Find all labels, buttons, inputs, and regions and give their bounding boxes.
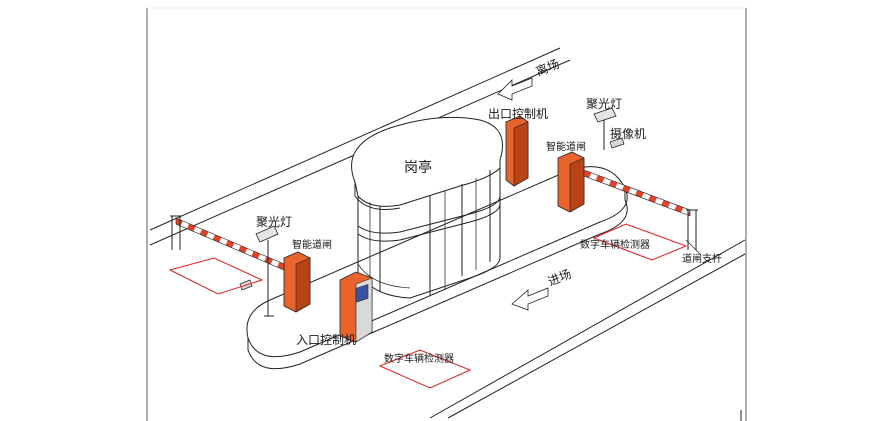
exit-arrow-icon [497, 77, 533, 101]
smart-gate-top [557, 151, 585, 213]
smart-gate-top-label: 智能道闸 [546, 140, 586, 153]
road-line-lower-inner [447, 253, 746, 419]
exit-controller-label: 出口控制机 [488, 107, 548, 121]
detector-top-label: 数字车辆检测器 [580, 238, 650, 251]
booth-label: 岗亭 [404, 159, 432, 176]
boom-arm-top [583, 169, 691, 217]
detector-loop-bottom [378, 349, 472, 389]
exit-direction-label: 离场 [534, 56, 562, 79]
spotlight-top-label: 聚光灯 [586, 97, 622, 111]
camera-label: 摄像机 [610, 126, 646, 141]
camera [609, 137, 625, 149]
enter-direction-label: 进场 [546, 267, 574, 289]
smart-gate-left-label: 智能道闸 [292, 238, 332, 251]
exit-controller [505, 115, 529, 187]
boom-support-top [686, 209, 698, 250]
detector-loop-top [592, 223, 688, 261]
enter-arrow-icon [511, 287, 549, 311]
spotlight-left [255, 225, 279, 317]
road-line-upper-outer [149, 47, 561, 231]
spotlight-left-label: 聚光灯 [256, 215, 292, 229]
boom-support-leader [685, 239, 701, 255]
detector-bottom-label: 数字车辆检测器 [384, 352, 454, 365]
entry-controller [339, 271, 373, 343]
boom-arm-left [175, 217, 285, 271]
detector-loop-left [168, 257, 264, 295]
boom-support-left [170, 215, 182, 250]
road-line-lower-outer [429, 239, 746, 419]
smart-gate-left [283, 251, 311, 313]
boom-support-label: 道闸支杆 [682, 252, 722, 265]
entry-controller-label: 入口控制机 [296, 333, 356, 347]
spotlight-top [593, 107, 617, 150]
